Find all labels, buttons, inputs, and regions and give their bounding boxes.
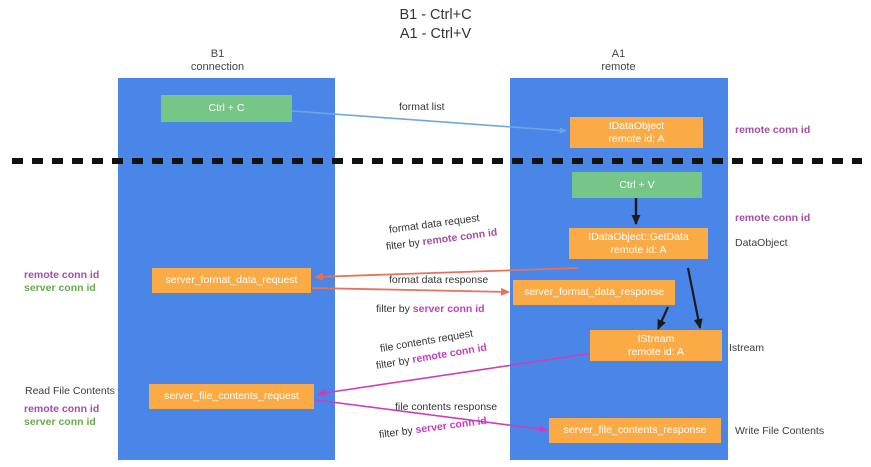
lane-header-a1-subtitle: remote	[601, 61, 636, 73]
diagram-title: B1 - Ctrl+C A1 - Ctrl+V	[0, 6, 871, 44]
node-server-file-contents-request-label: server_file_contents_request	[164, 390, 299, 402]
arrow-format-data-response	[311, 287, 510, 296]
node-server-format-data-response-label: server_format_data_response	[523, 286, 665, 298]
filter-prefix: filter by	[376, 303, 413, 315]
lane-header-b1: B1 connection	[140, 48, 295, 74]
node-server-format-data-response[interactable]: server_format_data_response	[513, 280, 675, 305]
annotation-left-remote-conn-id-mid: remote conn id	[24, 269, 100, 281]
node-ctrl-c[interactable]: Ctrl + C	[161, 95, 292, 122]
node-istream[interactable]: IStream remote id: A	[590, 330, 722, 361]
arrow-file-contents-request	[317, 352, 594, 397]
lane-header-a1-name: A1	[611, 48, 626, 60]
annotation-right-remote-conn-id-mid: remote conn id	[735, 212, 811, 224]
arrow-getdata-to-istream	[686, 267, 703, 329]
filter-key-server-conn-id: server conn id	[412, 303, 485, 315]
lane-header-a1: A1 remote	[541, 48, 696, 74]
node-server-file-contents-request[interactable]: server_file_contents_request	[149, 384, 314, 409]
node-idataobject[interactable]: IDataObject remote id: A	[570, 117, 703, 148]
node-istream-remote-id: remote id: A	[627, 345, 685, 358]
arrow-format-data-request	[314, 267, 579, 281]
lane-header-b1-subtitle: connection	[190, 61, 245, 73]
arrow-format-list	[278, 109, 567, 134]
annotation-left-remote-conn-id-bottom: remote conn id	[24, 403, 100, 415]
node-idataobject-getdata[interactable]: IDataObject::GetData remote id: A	[569, 228, 708, 259]
annotation-left-server-conn-id-bottom: server conn id	[24, 416, 96, 428]
edge-label-format-data-response-filter: filter by server conn id	[376, 299, 485, 317]
node-ctrl-v[interactable]: Ctrl + V	[572, 172, 702, 198]
node-ctrl-v-label: Ctrl + V	[619, 178, 655, 191]
annotation-right-write-file-contents: Write File Contents	[735, 425, 825, 437]
title-line-2: A1 - Ctrl+V	[399, 26, 472, 42]
annotation-right-dataobject: DataObject	[735, 237, 788, 249]
title-line-1: B1 - Ctrl+C	[399, 7, 472, 23]
node-server-format-data-request-label: server_format_data_request	[165, 274, 298, 286]
annotation-left-read-file-contents: Read File Contents	[25, 385, 115, 397]
annotation-right-istream: Istream	[729, 342, 765, 354]
node-ctrl-c-label: Ctrl + C	[208, 102, 245, 114]
node-idataobject-remote-id: remote id: A	[608, 132, 665, 145]
arrow-format-response-to-istream	[656, 306, 670, 330]
lane-header-b1-name: B1	[210, 48, 225, 60]
annotation-left-server-conn-id-mid: server conn id	[24, 282, 96, 294]
node-server-file-contents-response-label: server_file_contents_response	[563, 424, 707, 436]
arrow-file-contents-response	[315, 399, 548, 433]
annotation-right-remote-conn-id-top: remote conn id	[735, 124, 811, 136]
edge-label-format-data-response: format data response	[389, 274, 489, 286]
node-server-file-contents-response[interactable]: server_file_contents_response	[549, 418, 721, 443]
edge-label-file-contents-response: file contents response	[395, 401, 498, 413]
node-idataobject-label: IDataObject	[608, 119, 665, 132]
node-istream-label: IStream	[637, 332, 675, 345]
node-getdata-remote-id: remote id: A	[610, 243, 667, 256]
edge-label-format-list: format list	[399, 101, 445, 113]
node-server-format-data-request[interactable]: server_format_data_request	[152, 268, 311, 293]
node-getdata-label: IDataObject::GetData	[588, 230, 689, 243]
